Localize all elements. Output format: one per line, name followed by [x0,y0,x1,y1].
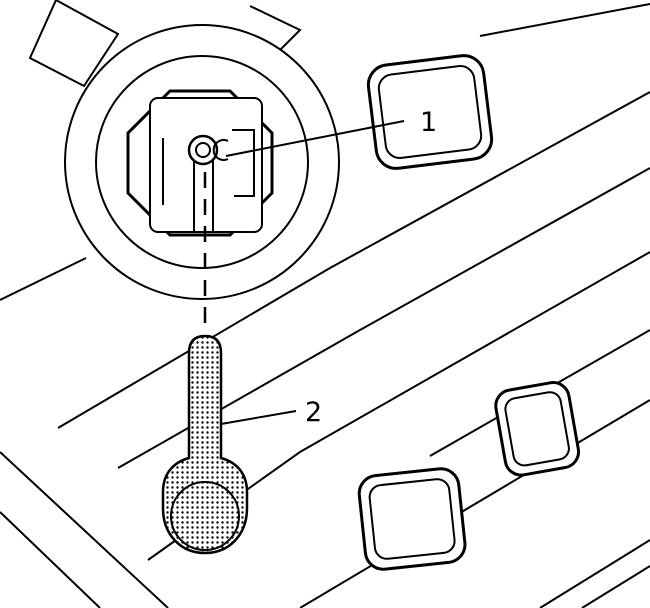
casting-line [0,511,101,608]
bore-inner-outline [504,391,570,467]
casting-line [479,3,650,37]
casting-line [0,257,87,301]
casting-edge-top-left [28,0,120,88]
seal-item-1-inner [195,142,211,158]
casting-line [0,451,169,608]
bore-inner-outline [377,65,483,159]
bore-inner-outline [368,478,456,560]
casting-line [57,91,650,429]
callout-1-label: 1 [420,107,437,138]
casting-line [581,565,650,608]
bolt-item-2 [161,334,249,555]
callout-2-label: 2 [305,397,322,428]
bore-bottom-right [357,467,467,571]
main-bore [64,24,340,300]
bore-top-right [366,54,494,170]
callout-1: 1 [225,107,437,157]
callout-2: 2 [220,397,322,428]
recess-bracket [232,129,255,197]
casting-line [539,539,650,608]
casting-edge-top [249,5,302,59]
bore-right-middle [494,381,581,477]
bolt-body [161,334,249,555]
leader-line-2 [220,410,297,425]
seal-notch [212,139,229,161]
leader-line-1 [225,120,405,157]
bolt-ball-outline [170,481,240,551]
casting-line [299,399,650,608]
